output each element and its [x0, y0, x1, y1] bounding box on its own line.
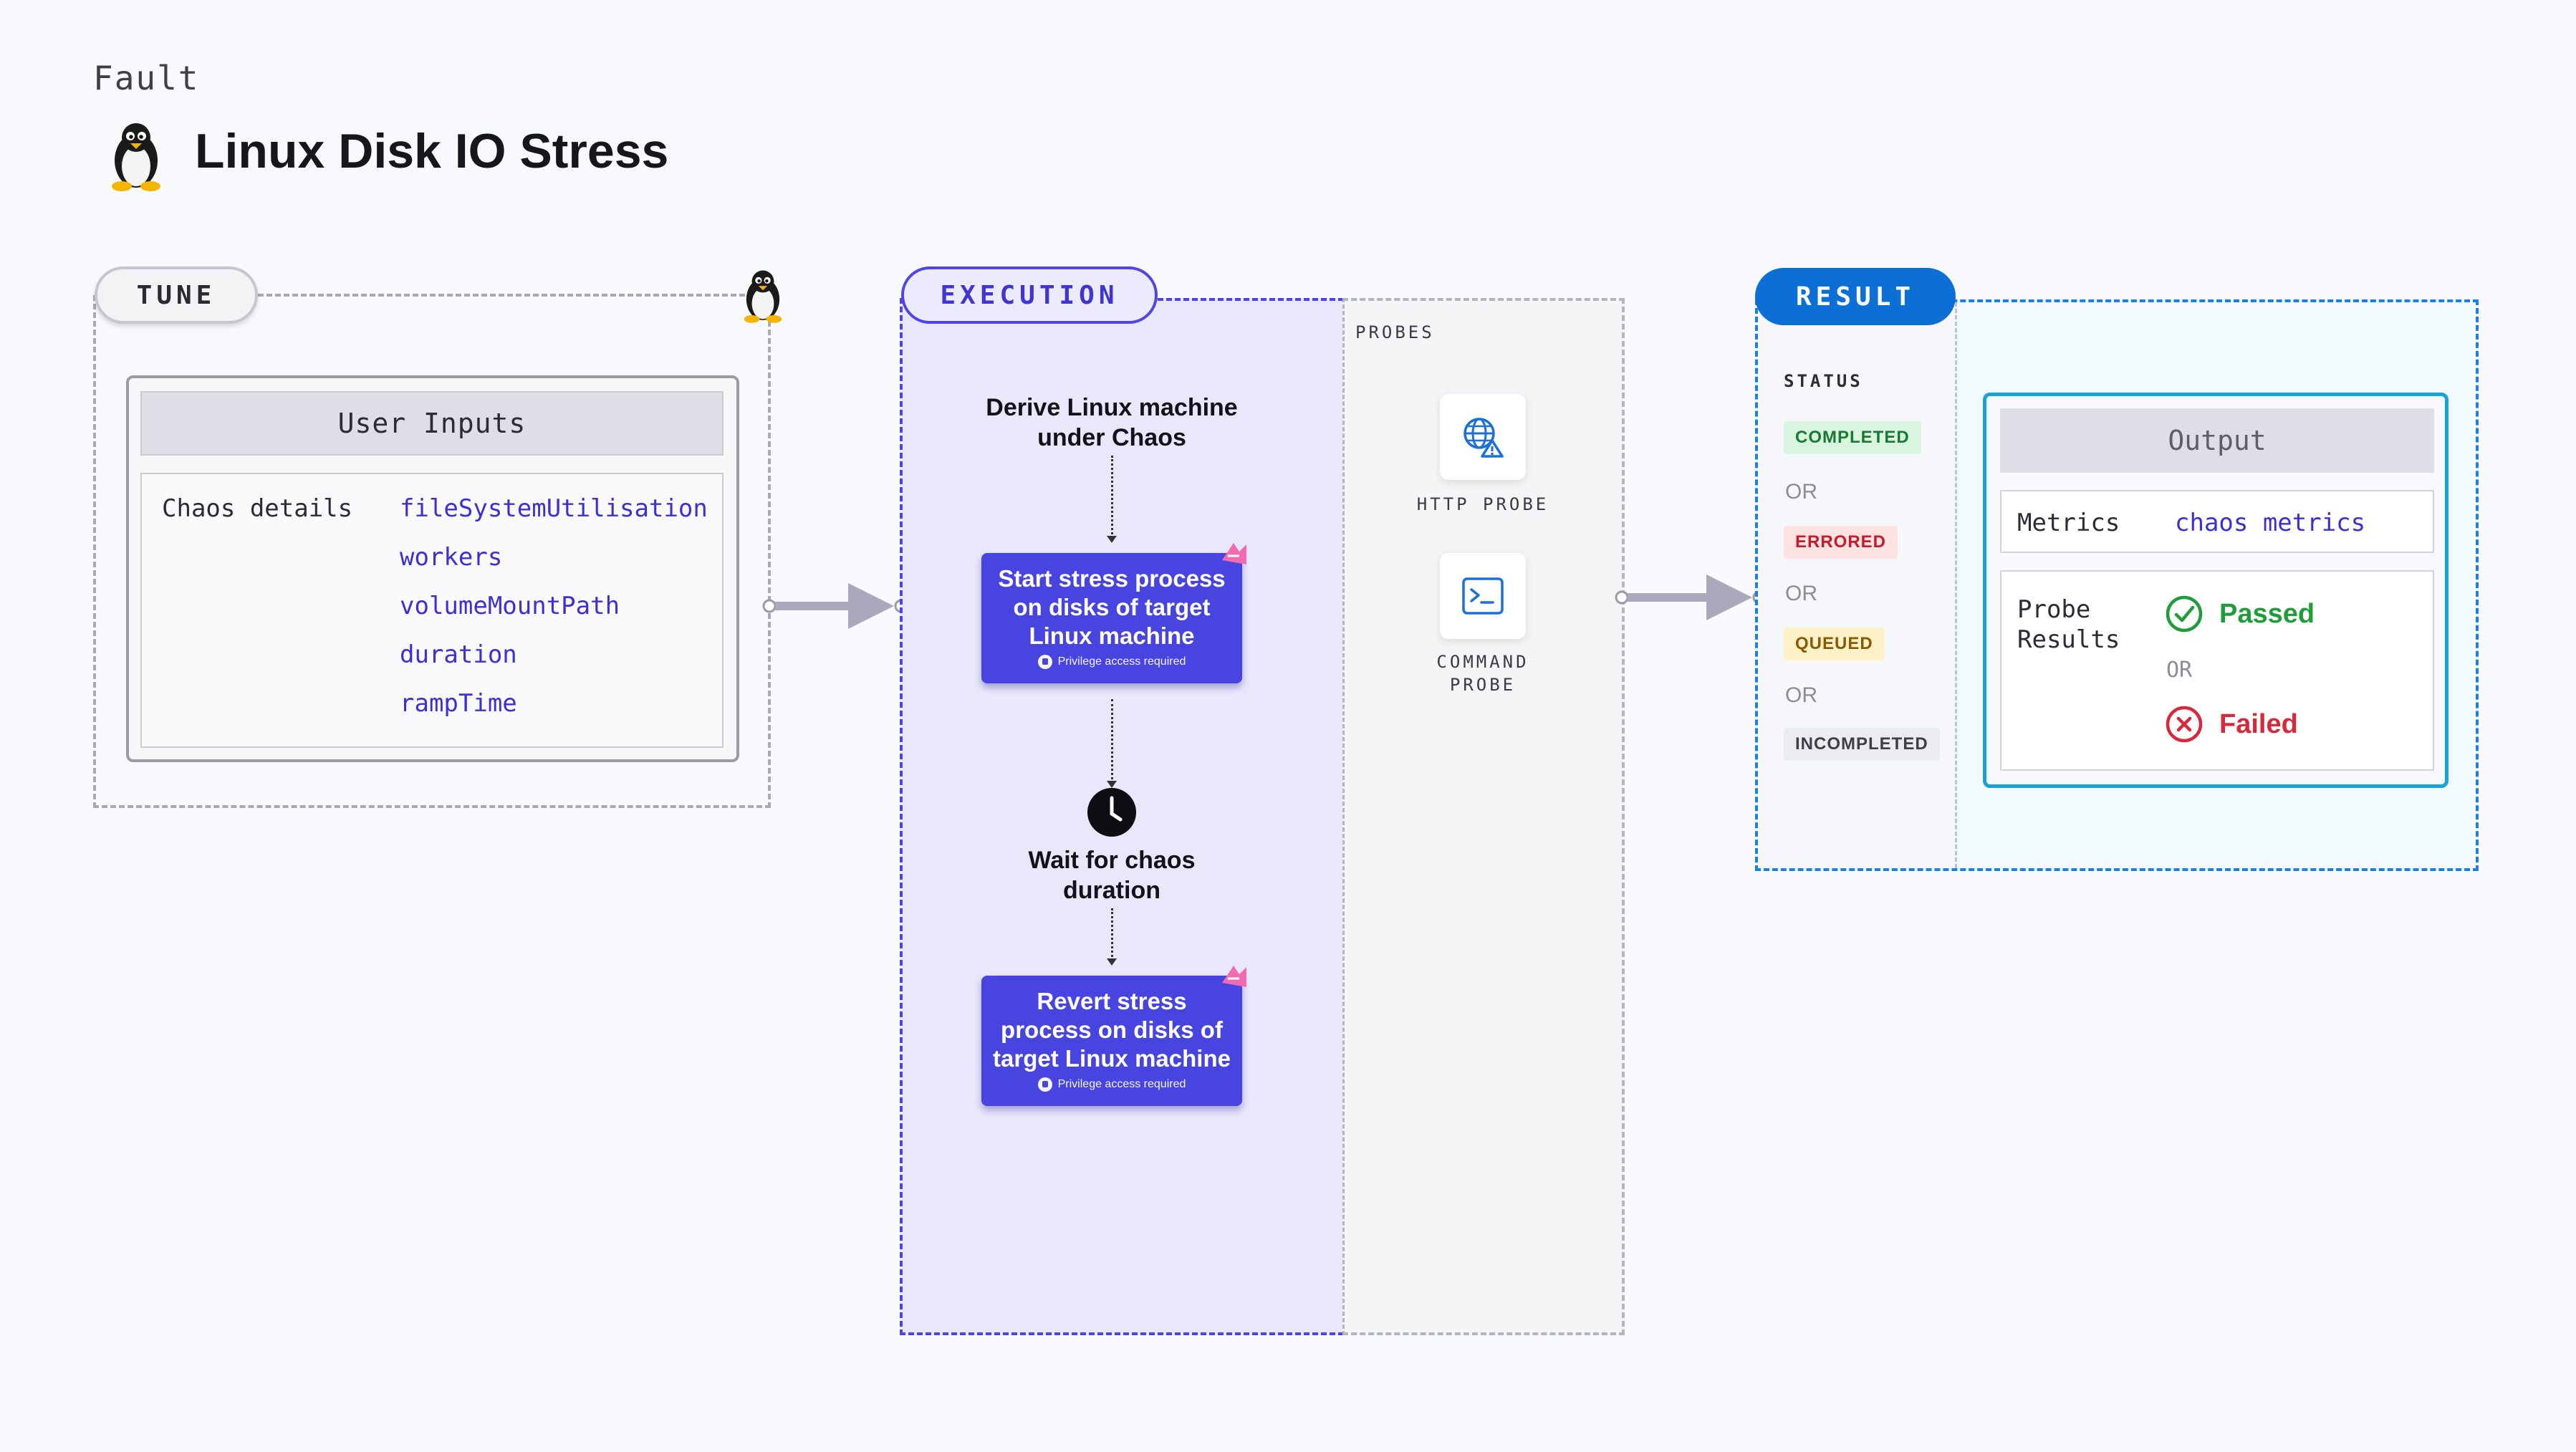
or-label: OR — [1785, 582, 1817, 605]
probe-results-label: Probe Results — [2017, 595, 2120, 655]
privilege-text: Privilege access required — [1057, 655, 1186, 668]
start-stress-line-1: Start stress process — [998, 565, 1226, 592]
probe-results-line-2: Results — [2017, 625, 2120, 654]
status-badge-errored: ERRORED — [1784, 526, 1898, 559]
status-column — [1758, 302, 1957, 868]
param-duration: duration — [400, 640, 517, 669]
or-label: OR — [2166, 658, 2193, 683]
flow-connector — [1111, 456, 1113, 539]
command-probe-line-1: COMMAND — [1436, 652, 1529, 672]
clock-icon — [1087, 788, 1136, 837]
or-label: OR — [1785, 480, 1817, 504]
http-probe-card — [1440, 394, 1526, 480]
page-title: Linux Disk IO Stress — [195, 124, 669, 178]
output-header: Output — [2000, 408, 2434, 473]
status-badge-queued: QUEUED — [1784, 628, 1885, 660]
or-label: OR — [1785, 683, 1817, 707]
wait-line-1: Wait for chaos — [1028, 847, 1196, 874]
revert-stress-action: Revert stress process on disks of target… — [981, 976, 1242, 1106]
probes-label: PROBES — [1355, 322, 1435, 342]
privilege-note: Privilege access required — [981, 1077, 1242, 1092]
probe-results-row — [2000, 570, 2434, 771]
x-circle-icon — [2166, 706, 2203, 743]
privilege-text: Privilege access required — [1057, 1078, 1186, 1090]
metrics-row — [2000, 490, 2434, 553]
tune-pill: TUNE — [95, 266, 258, 324]
probe-results-line-1: Probe — [2017, 595, 2091, 624]
command-probe-label: COMMAND PROBE — [1383, 650, 1583, 696]
chaos-metrics-link: chaos metrics — [2175, 509, 2366, 537]
revert-stress-line-2: process on disks of — [1001, 1016, 1223, 1043]
derive-step-line-1: Derive Linux machine — [986, 394, 1238, 421]
passed-label: Passed — [2219, 599, 2315, 629]
globe-warning-icon — [1464, 418, 1504, 458]
wait-duration-step: Wait for chaos duration — [991, 845, 1232, 905]
param-filesystemutilisation: fileSystemUtilisation — [400, 494, 708, 523]
lock-icon — [1037, 655, 1052, 669]
derive-machine-step: Derive Linux machine under Chaos — [960, 393, 1264, 453]
user-inputs-header: User Inputs — [140, 391, 724, 456]
chaos-details-label: Chaos details — [162, 494, 353, 523]
command-probe-card — [1440, 553, 1526, 639]
status-label: STATUS — [1784, 371, 1863, 391]
http-probe-label: HTTP PROBE — [1416, 494, 1549, 514]
result-pill: RESULT — [1755, 268, 1956, 325]
status-badge-incompleted: INCOMPLETED — [1784, 728, 1940, 761]
flow-connector — [1111, 699, 1113, 784]
param-ramptime: rampTime — [400, 689, 517, 718]
flow-arrowhead — [1107, 958, 1117, 966]
linux-penguin-icon — [736, 265, 789, 327]
failed-label: Failed — [2219, 709, 2298, 739]
start-stress-action: Start stress process on disks of target … — [981, 553, 1242, 683]
tune-frame — [93, 295, 771, 808]
flow-arrowhead — [1107, 536, 1117, 543]
metrics-label: Metrics — [2017, 509, 2120, 537]
execution-to-result-arrow — [1615, 574, 1767, 620]
harness-logo-icon — [1222, 543, 1246, 564]
flow-arrowhead — [1107, 781, 1117, 788]
flow-connector — [1111, 908, 1113, 961]
param-workers: workers — [400, 543, 503, 572]
execution-pill: EXECUTION — [901, 266, 1158, 324]
derive-step-line-2: under Chaos — [1037, 424, 1186, 451]
check-circle-icon — [2166, 595, 2203, 633]
tune-to-execution-arrow — [762, 583, 908, 629]
param-volumemountpath: volumeMountPath — [400, 592, 620, 620]
fault-kicker: Fault — [93, 59, 200, 97]
status-badge-completed: COMPLETED — [1784, 421, 1921, 454]
terminal-icon — [1462, 577, 1504, 615]
linux-penguin-icon — [102, 120, 170, 192]
tune-frame-top-border — [258, 294, 771, 297]
start-stress-line-3: Linux machine — [1029, 622, 1195, 649]
revert-stress-line-1: Revert stress — [1037, 988, 1187, 1014]
command-probe-line-2: PROBE — [1449, 675, 1517, 695]
start-stress-line-2: on disks of target — [1013, 594, 1211, 620]
revert-stress-line-3: target Linux machine — [993, 1045, 1231, 1072]
harness-logo-icon — [1222, 966, 1246, 987]
lock-icon — [1037, 1077, 1052, 1092]
user-inputs-body — [140, 473, 724, 748]
wait-line-2: duration — [1063, 877, 1160, 904]
privilege-note: Privilege access required — [981, 655, 1242, 669]
